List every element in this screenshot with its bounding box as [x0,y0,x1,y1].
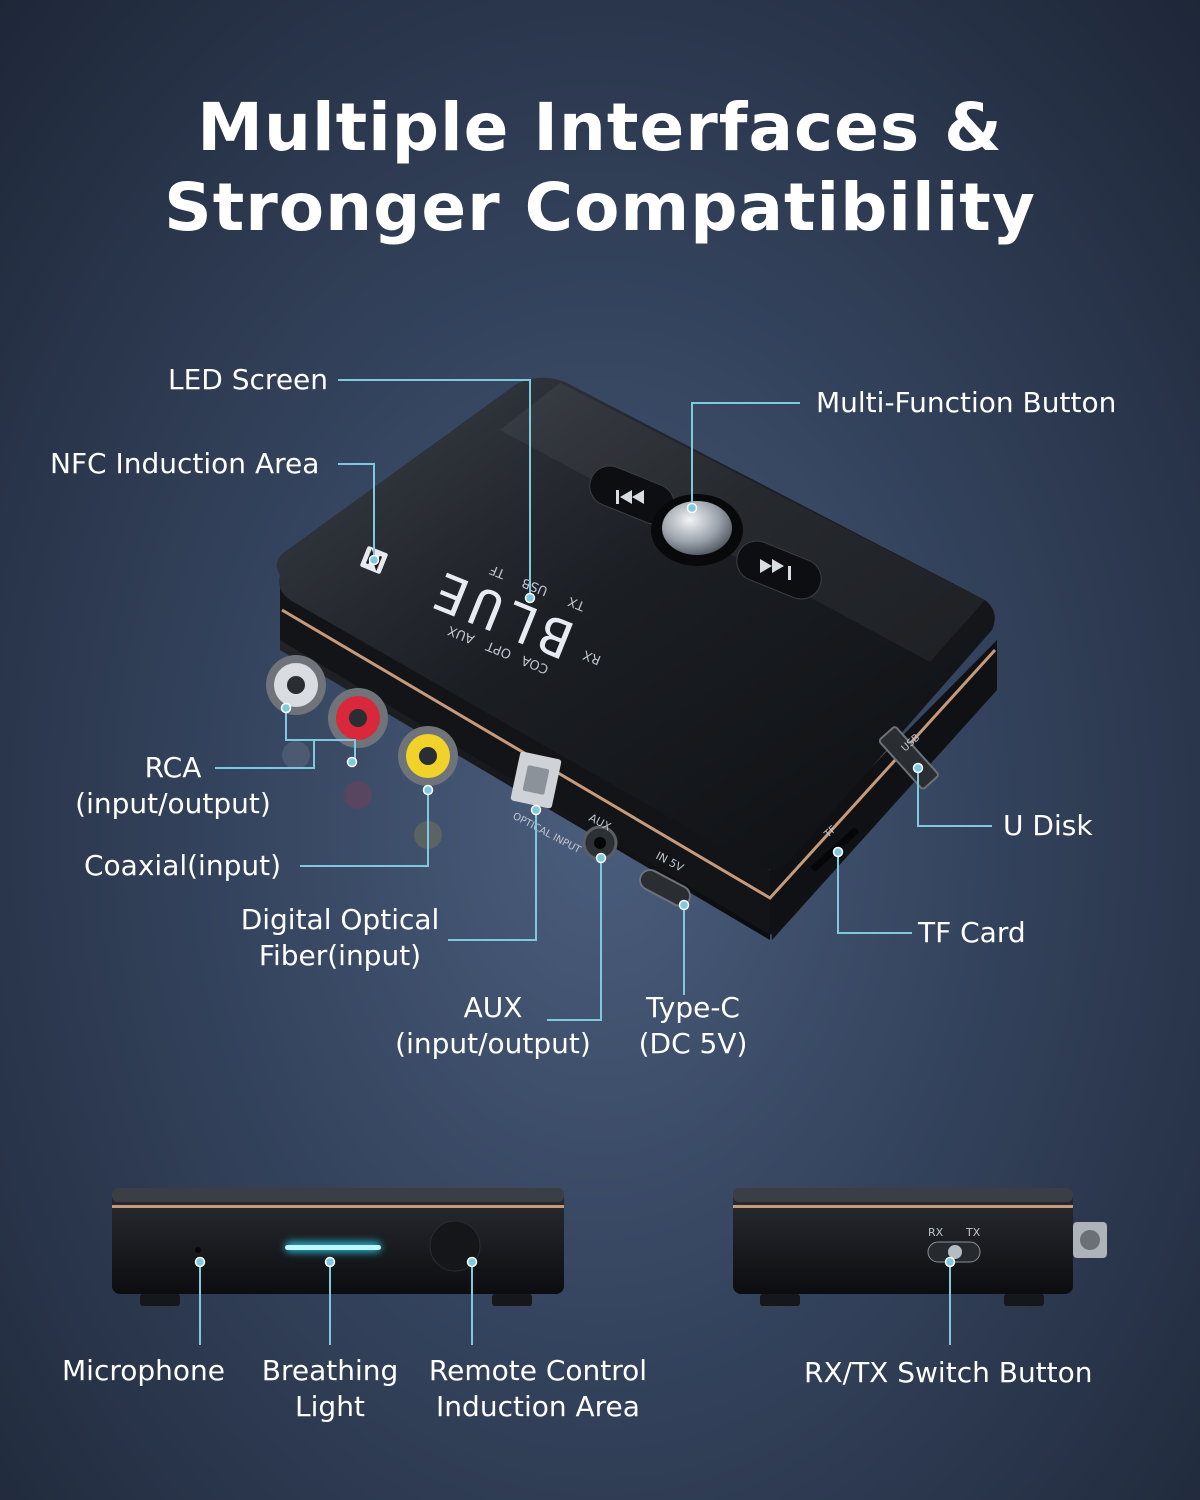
typec-label-line1: Type-C [646,991,740,1024]
rca-white-jack [266,655,326,715]
rca-label: RCA (input/output) [58,750,288,822]
rx-tx-switch-label: RX/TX Switch Button [804,1356,1093,1389]
remote-area-label-line1: Remote Control [428,1354,648,1387]
breathing-light-bar [285,1245,381,1250]
typec-label: Type-C (DC 5V) [628,990,758,1062]
rca-label-line2: (input/output) [75,787,271,820]
breathing-light-label-line1: Breathing [261,1354,399,1387]
main-device: BLUE AUX OPT COA RX TX USB TF [266,377,997,940]
page-title-line1: Multiple Interfaces & [197,89,1003,166]
lcd-mode-rx: RX [581,646,603,667]
microphone-hole [195,1247,201,1253]
coaxial-label: Coaxial(input) [84,849,281,882]
prev-track-icon [616,490,644,504]
u-disk-label: U Disk [1003,809,1093,842]
aux-label-line2: (input/output) [395,1027,591,1060]
page-title-line2: Stronger Compatibility [164,169,1036,246]
play-button-icon [662,501,732,555]
breathing-light-label: Breathing Light [255,1353,405,1425]
rca-label-line1: RCA [144,751,202,784]
typec-port [638,869,692,907]
side-view-device: RX TX [733,1188,1107,1306]
aux-label-line1: AUX [463,991,523,1024]
optical-label: Digital Optical Fiber(input) [230,902,450,974]
tf-card-label: TF Card [918,916,1026,949]
switch-rx-label: RX [928,1226,944,1239]
breathing-light-label-line2: Light [295,1390,365,1423]
multi-function-button-label: Multi-Function Button [816,386,1117,419]
led-screen-label: LED Screen [168,363,329,396]
usb-port [878,726,939,790]
aux-label: AUX (input/output) [388,990,598,1062]
optical-label-line1: Digital Optical [240,903,440,936]
remote-ir-window [429,1220,481,1272]
remote-area-label-line2: Induction Area [436,1390,640,1423]
remote-area-label: Remote Control Induction Area [418,1353,658,1425]
front-view-device [112,1188,564,1306]
typec-label-line2: (DC 5V) [638,1027,748,1060]
nfc-area-label: NFC Induction Area [50,447,320,480]
switch-tx-label: TX [965,1226,981,1239]
lcd-mode-tx: TX [566,593,588,614]
microphone-label: Microphone [62,1354,225,1387]
leader-dots [194,502,956,1268]
optical-label-line2: Fiber(input) [258,939,422,972]
next-track-icon [760,559,791,580]
rca-yellow-jack [398,726,458,786]
rca-red-jack [328,688,388,748]
leader-lines [199,379,992,1345]
lcd-mode-tf: TF [488,561,509,581]
